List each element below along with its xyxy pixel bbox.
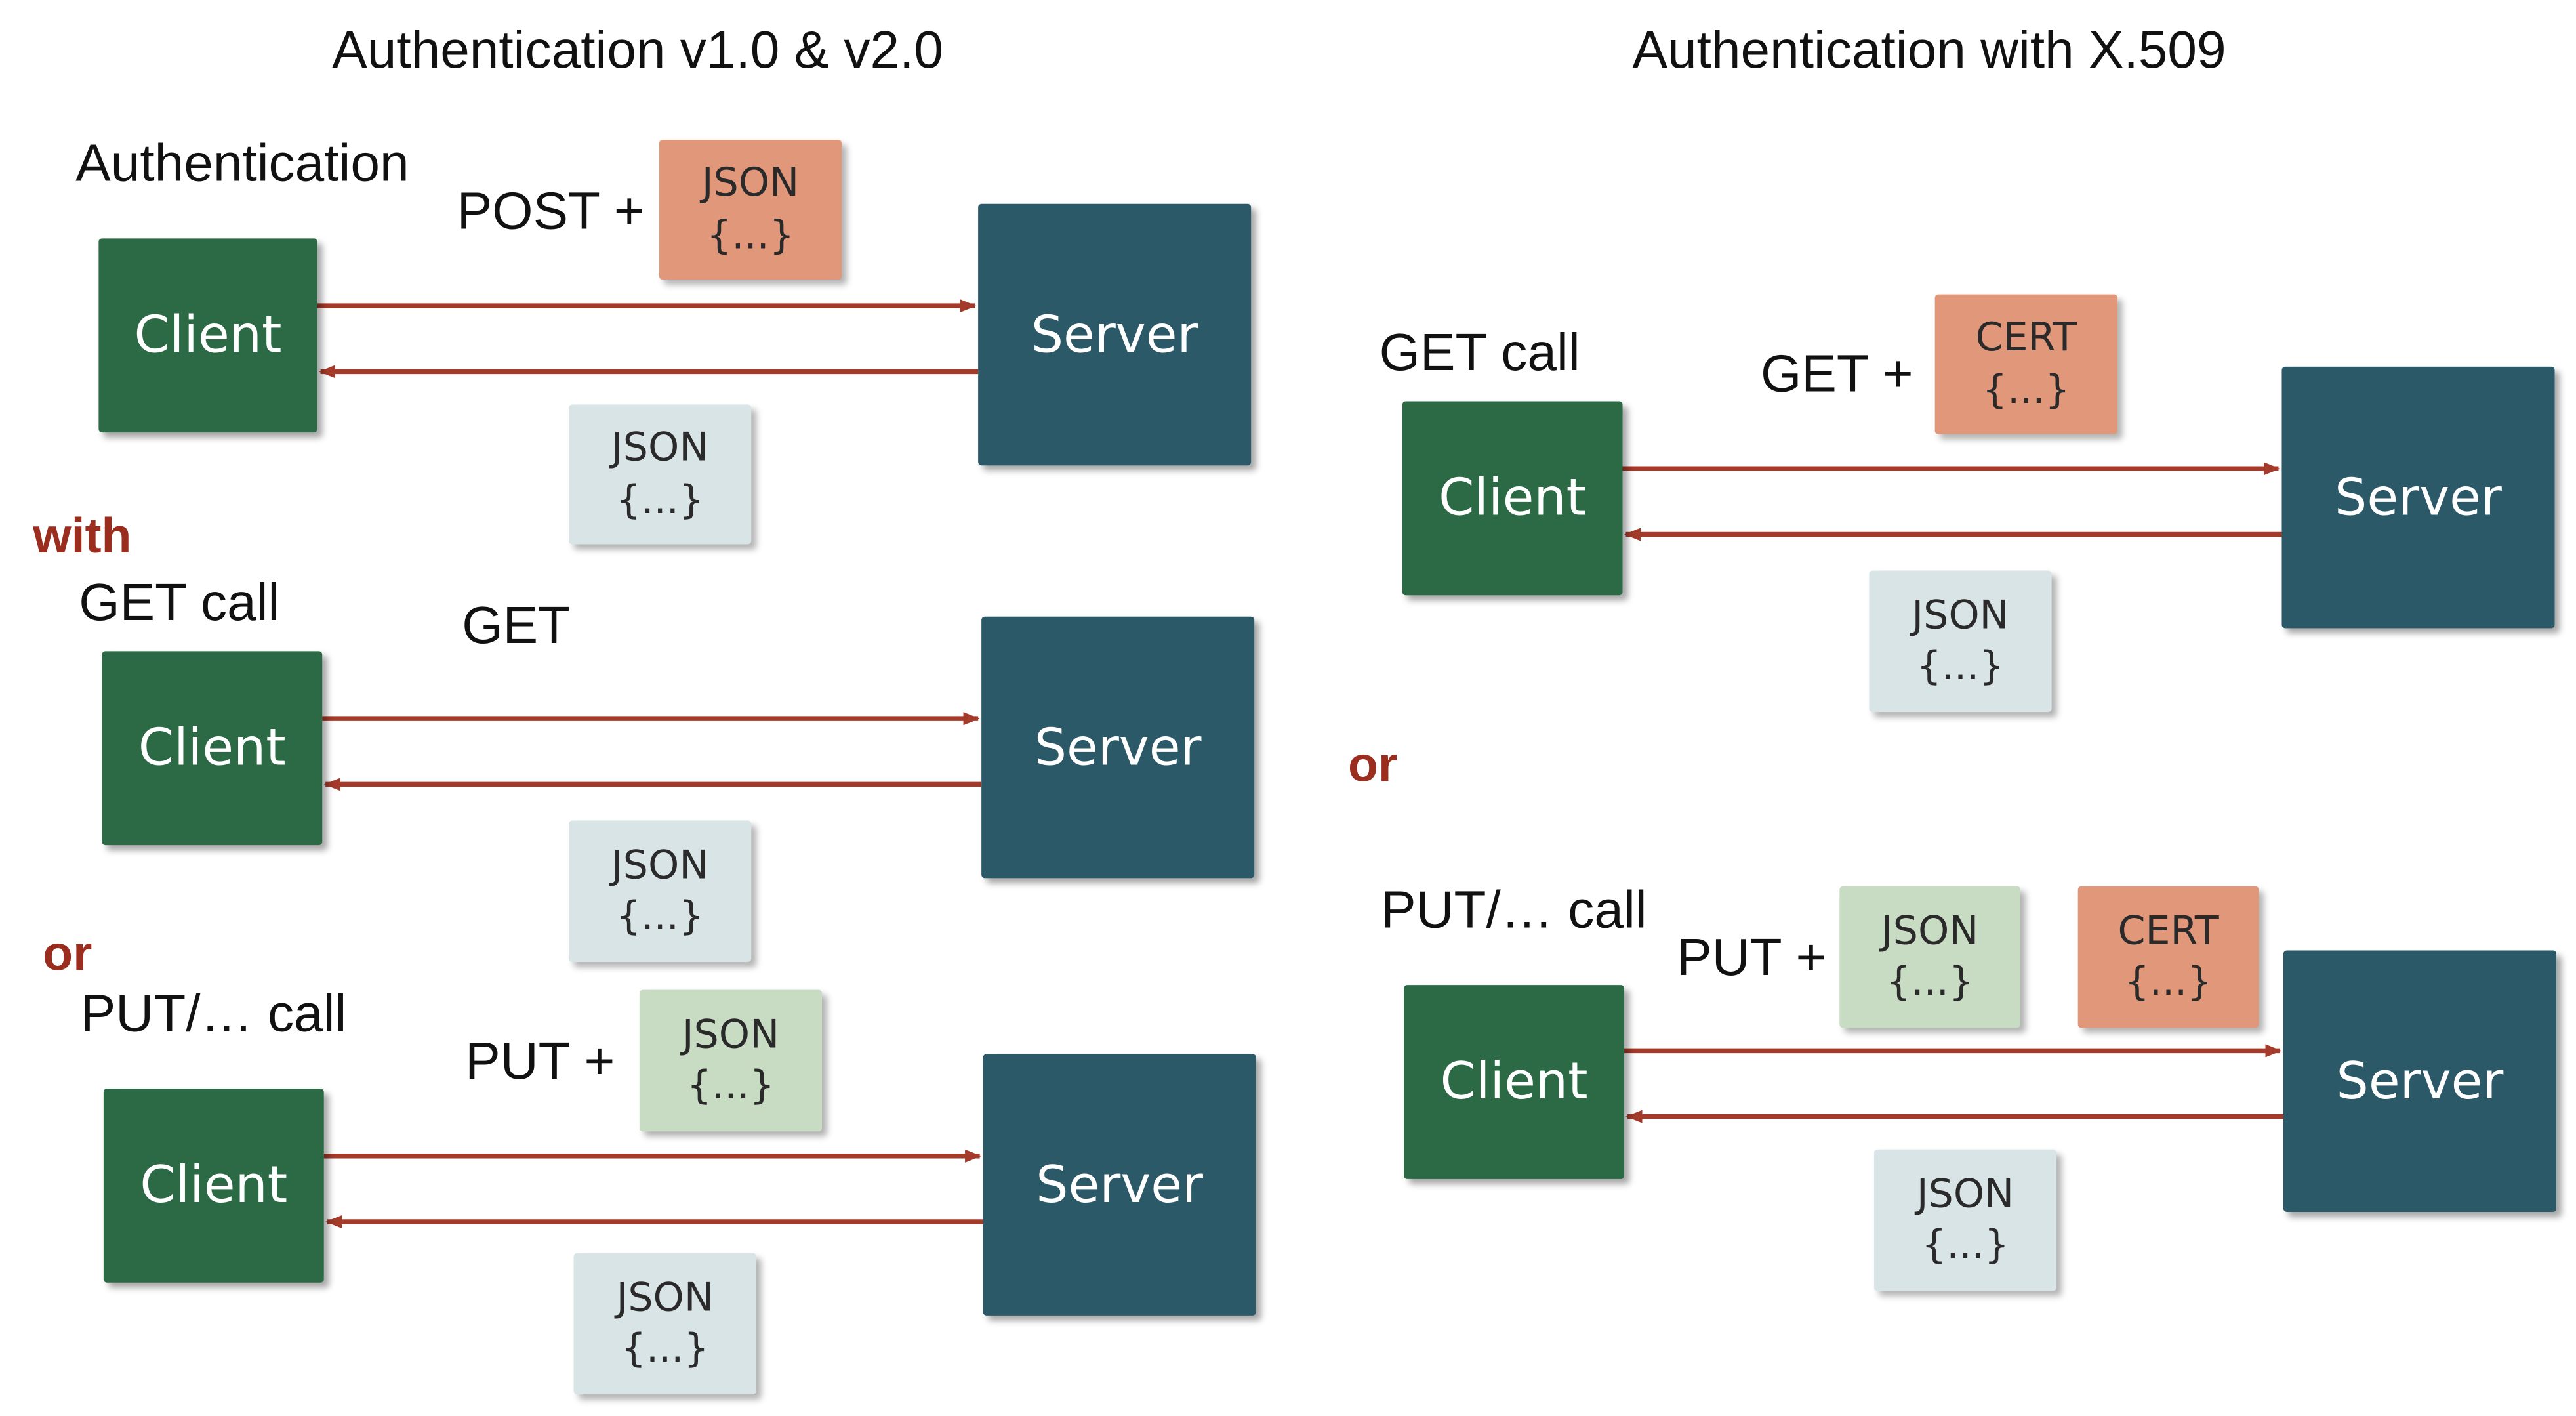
right-row1-client-box: Client [1402, 401, 1623, 596]
left-row1-method: POST + [457, 180, 645, 240]
chip-body: {...} [1916, 642, 2005, 690]
chip-type: JSON [616, 1274, 714, 1320]
left-row2-response-chip: JSON {...} [569, 820, 752, 963]
chip-body: {...} [2124, 959, 2213, 1005]
connector-with: with [33, 509, 132, 564]
chip-type: JSON [1916, 1170, 2014, 1217]
left-row1-client-box: Client [98, 238, 317, 433]
connector-or-right: or [1348, 738, 1398, 793]
chip-body: {...} [1886, 959, 1974, 1005]
chip-type: JSON [701, 159, 800, 207]
left-row2-label: GET call [79, 572, 280, 632]
right-row2-request-chip-cert: CERT {...} [2077, 886, 2259, 1028]
right-row2-response-chip: JSON {...} [1873, 1149, 2057, 1291]
right-row2-request-chip-json: JSON {...} [1839, 886, 2020, 1028]
left-row1-response-chip: JSON {...} [569, 404, 752, 545]
chip-body: {...} [621, 1325, 709, 1372]
right-row2-server-box: Server [2283, 950, 2556, 1212]
chip-body: {...} [706, 211, 794, 258]
left-row3-client-box: Client [103, 1089, 324, 1283]
right-row1-response-chip: JSON {...} [1869, 570, 2052, 713]
chip-type: JSON [1912, 591, 2009, 638]
chip-type: JSON [611, 425, 709, 471]
chip-body: {...} [1982, 365, 2070, 412]
chip-type: CERT [2117, 907, 2219, 954]
chip-body: {...} [616, 476, 705, 522]
connector-or-left: or [43, 927, 92, 982]
chip-type: JSON [1881, 907, 1979, 954]
left-row3-method: PUT + [465, 1031, 615, 1091]
left-row1-label: Authentication [75, 133, 409, 193]
right-row1-server-box: Server [2281, 366, 2555, 629]
right-row2-client-box: Client [1404, 985, 1625, 1179]
left-row2-server-box: Server [981, 616, 1255, 879]
right-row1-method: GET + [1761, 343, 1913, 403]
left-row2-client-box: Client [102, 651, 323, 846]
left-row3-label: PUT/… call [80, 983, 347, 1043]
right-section-title: Authentication with X.509 [1632, 20, 2226, 79]
left-row3-request-chip: JSON {...} [639, 989, 823, 1132]
left-row3-server-box: Server [983, 1054, 1256, 1316]
chip-body: {...} [687, 1062, 775, 1109]
right-row2-label: PUT/… call [1381, 879, 1647, 939]
chip-type: JSON [682, 1010, 780, 1057]
right-row1-request-chip: CERT {...} [1934, 294, 2117, 434]
chip-type: CERT [1975, 314, 2077, 361]
left-row2-method: GET [462, 595, 571, 655]
left-row1-server-box: Server [978, 203, 1252, 466]
right-row1-label: GET call [1379, 322, 1580, 382]
right-row2-method: PUT + [1677, 927, 1827, 987]
left-section-title: Authentication v1.0 & v2.0 [332, 20, 943, 79]
chip-type: JSON [611, 841, 709, 888]
chip-body: {...} [1921, 1222, 2010, 1268]
left-row3-response-chip: JSON {...} [573, 1253, 756, 1395]
chip-body: {...} [616, 892, 705, 939]
left-row1-request-chip: JSON {...} [659, 140, 842, 280]
